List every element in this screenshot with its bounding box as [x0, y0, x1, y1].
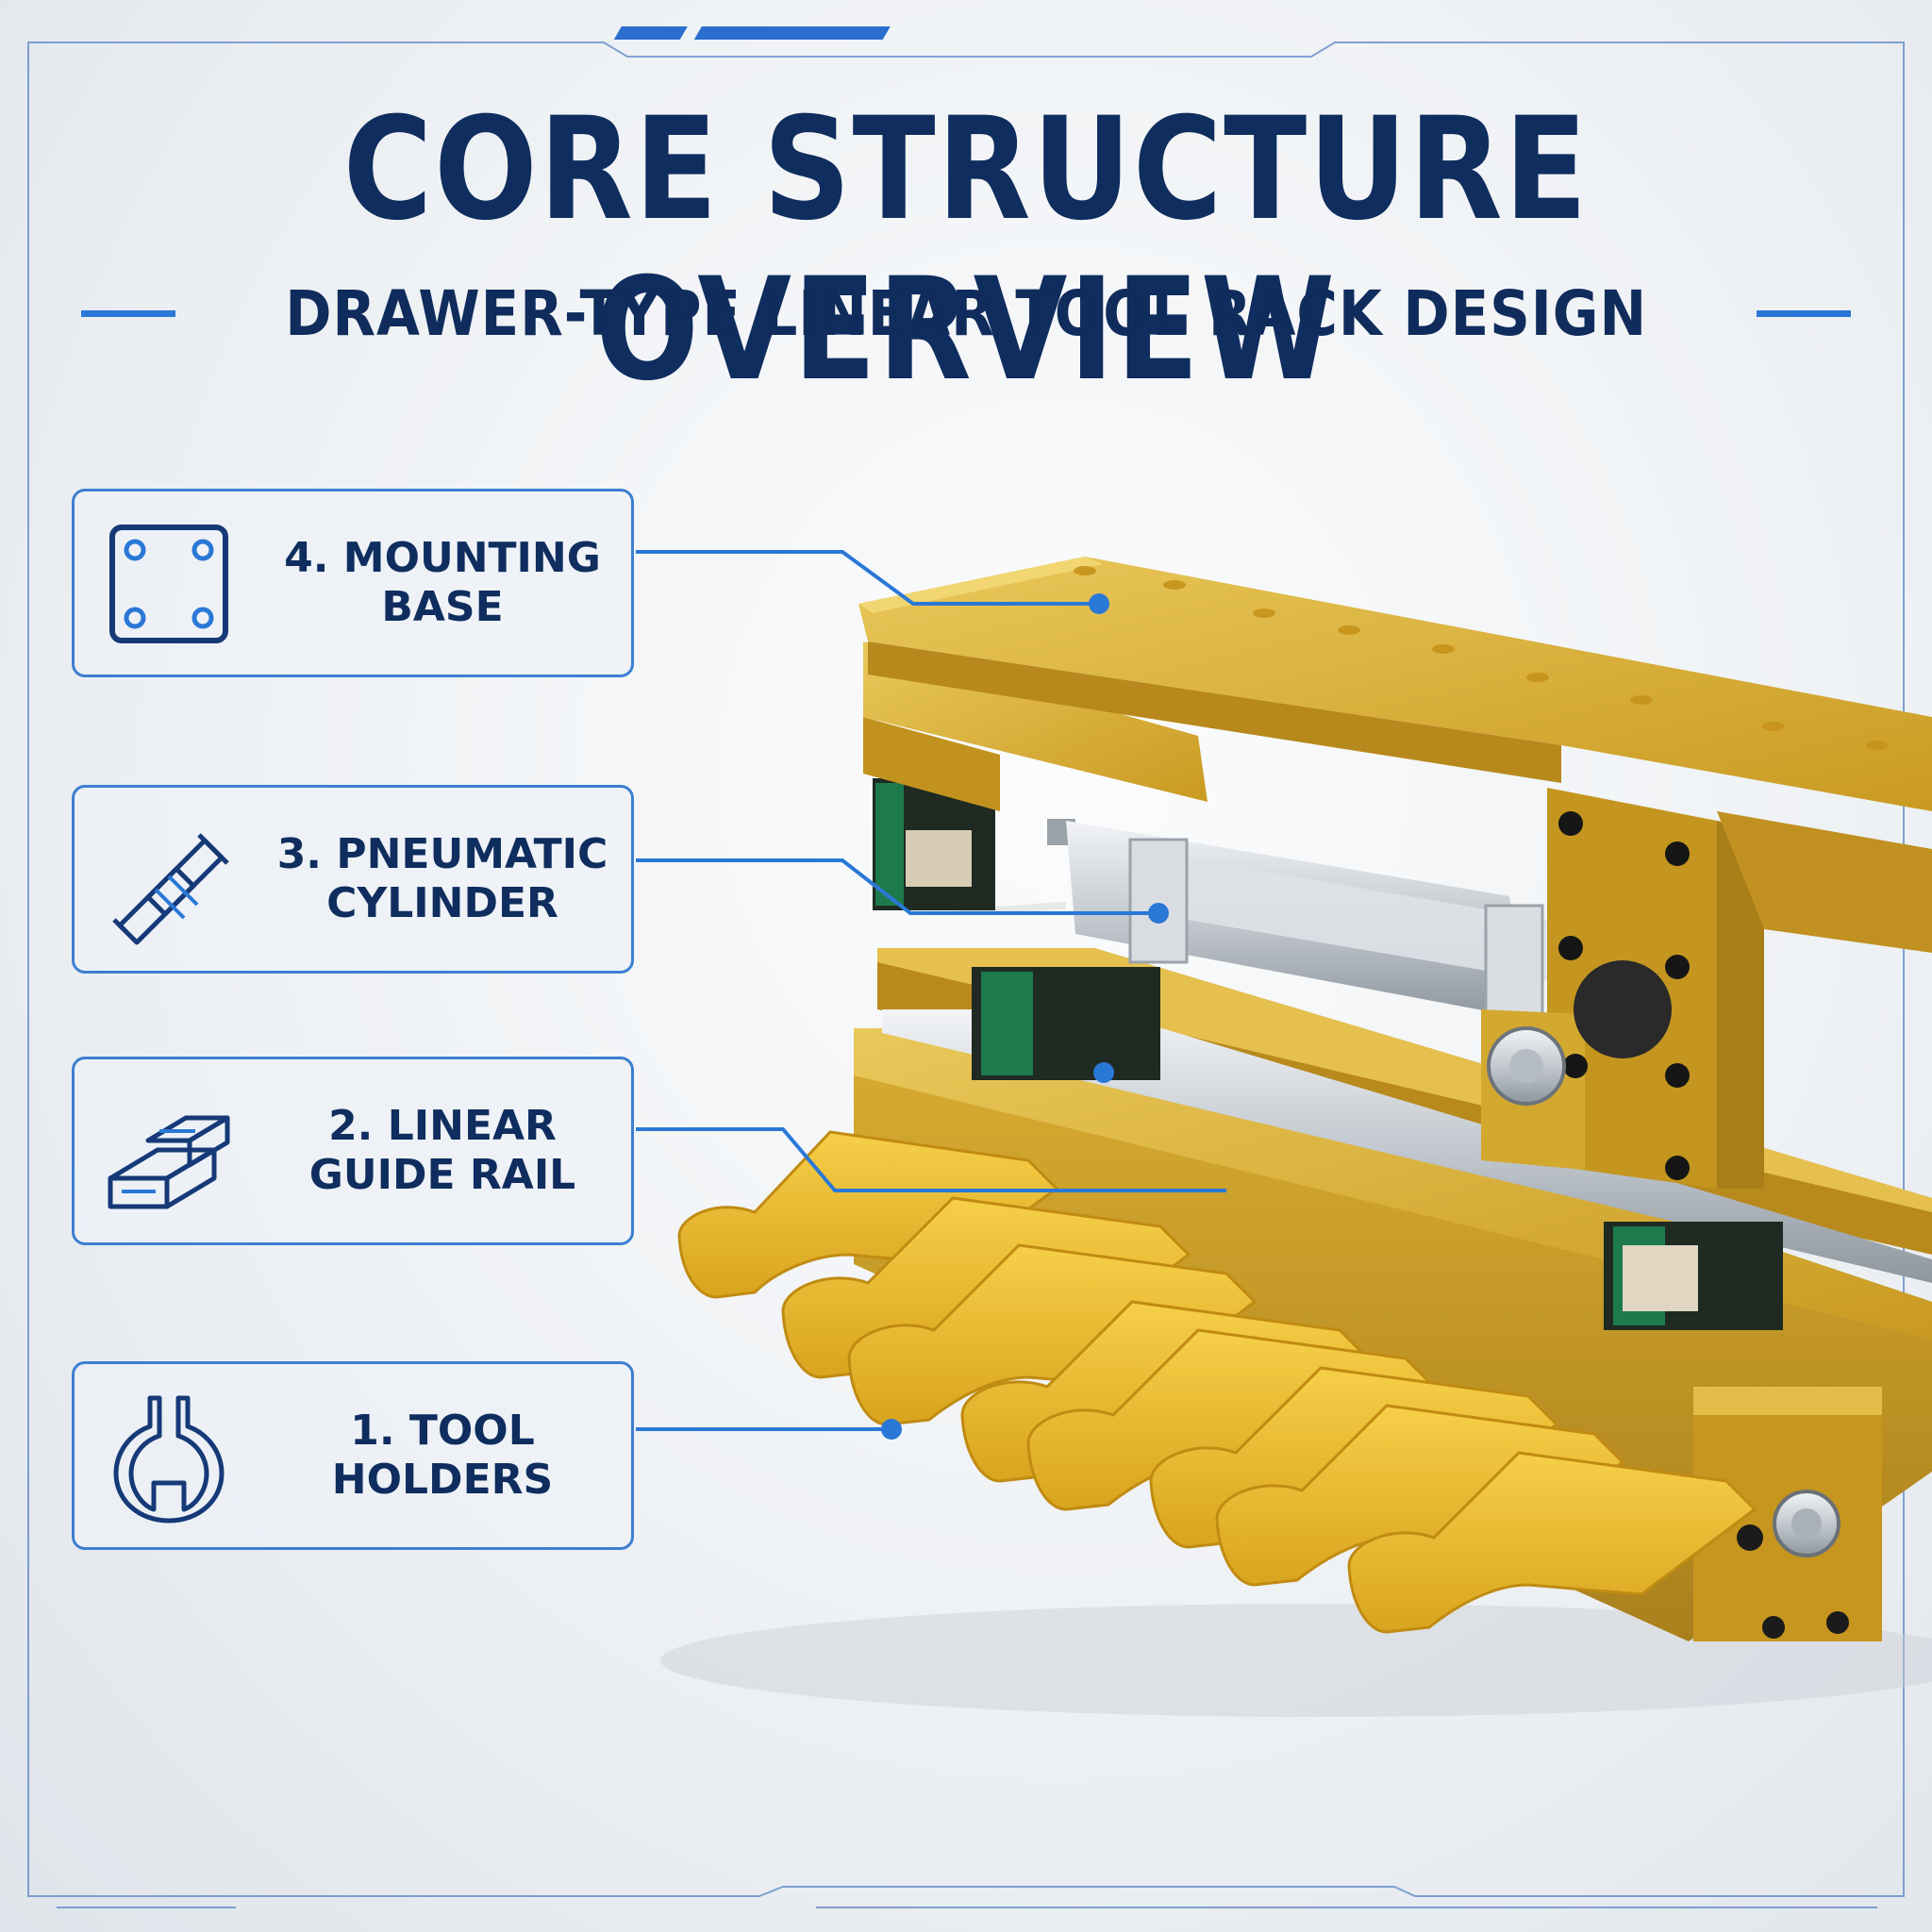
- callout-label: 3. PNEUMATIC CYLINDER: [263, 788, 622, 971]
- mounting-plate-icon: [109, 525, 228, 643]
- subtitle-dash-right: [1757, 309, 1852, 317]
- callout-label-line1: 3. PNEUMATIC: [276, 830, 608, 878]
- leader-lines: [636, 550, 1226, 1431]
- callout-label-line1: 1. TOOL: [350, 1407, 535, 1455]
- linear-guide-rail-icon: [108, 1115, 230, 1209]
- subtitle-dash-left: [80, 309, 175, 317]
- callout-label: 2. LINEAR GUIDE RAIL: [263, 1059, 622, 1242]
- leader-line-mounting-base: [636, 550, 1099, 606]
- callout-label-line2: GUIDE RAIL: [308, 1151, 576, 1199]
- subtitle-row: DRAWER-TYPE LINEAR TOOL RACK DESIGN: [0, 275, 1932, 351]
- callout-mounting-base: 4. MOUNTING BASE: [72, 489, 634, 677]
- tool-holders: [677, 1130, 1757, 1634]
- callout-label-line2: CYLINDER: [326, 879, 558, 927]
- page-title: CORE STRUCTURE OVERVIEW: [342, 88, 1590, 412]
- leader-dot-linear-guide-rail: [1093, 1062, 1114, 1083]
- callout-tool-holders: 1. TOOL HOLDERS: [72, 1361, 634, 1550]
- callout-label-line2: HOLDERS: [331, 1456, 554, 1504]
- upper-frame: [858, 557, 1932, 1189]
- leader-dot-tool-holders: [881, 1419, 902, 1440]
- floor-shadow: [660, 1604, 1932, 1717]
- tool-holder-fork-icon: [113, 1395, 225, 1524]
- leader-dot-mounting-base: [1089, 593, 1109, 614]
- page-subtitle: DRAWER-TYPE LINEAR TOOL RACK DESIGN: [285, 276, 1647, 350]
- callout-linear-guide-rail: 2. LINEAR GUIDE RAIL: [72, 1057, 634, 1245]
- callout-label: 4. MOUNTING BASE: [263, 491, 622, 675]
- leader-dot-pneumatic-cylinder: [1148, 903, 1169, 924]
- pneumatic-cylinder-icon: [112, 833, 229, 945]
- callout-pneumatic-cylinder: 3. PNEUMATIC CYLINDER: [72, 785, 634, 974]
- callout-label-line1: 2. LINEAR: [328, 1102, 557, 1150]
- pneumatic-cylinder: [904, 819, 1547, 1030]
- leader-line-pneumatic-cylinder: [636, 858, 1158, 915]
- callout-label: 1. TOOL HOLDERS: [263, 1364, 622, 1547]
- callout-label-line1: 4. MOUNTING BASE: [284, 534, 601, 631]
- leader-line-linear-guide-rail: [636, 1127, 1226, 1192]
